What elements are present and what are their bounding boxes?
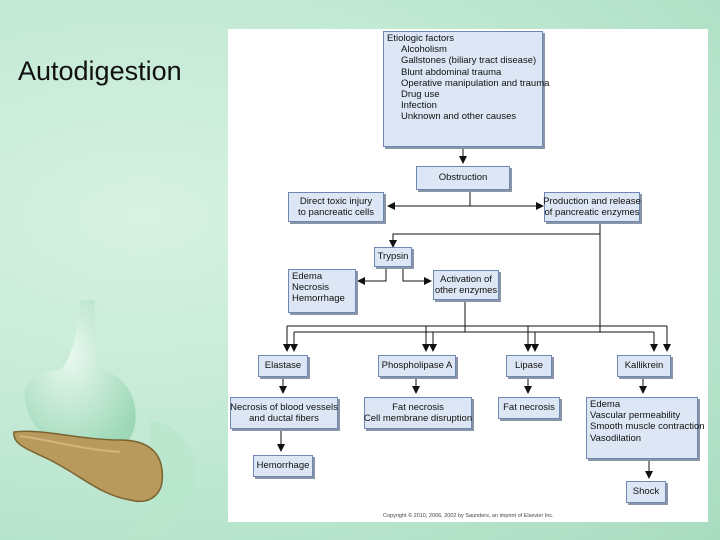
edema-group-line: Necrosis xyxy=(292,282,329,294)
etiologic-item: Blunt abdominal trauma xyxy=(401,66,502,78)
kallikrein-box: Kallikrein xyxy=(617,355,671,377)
copyright-notice: Copyright © 2010, 2006, 2002 by Saunders… xyxy=(383,513,554,519)
kallikrein-label: Kallikrein xyxy=(624,360,664,372)
hemorrhage-box: Hemorrhage xyxy=(253,455,313,477)
arrow-trypsin-edema xyxy=(357,267,387,285)
direct-toxic-injury-box: Direct toxic injury to pancreatic cells xyxy=(288,192,384,222)
arrow-trypsin-activation xyxy=(402,267,432,285)
production-line: of pancreatic enzymes xyxy=(544,207,640,218)
pancreas-illustration xyxy=(13,300,196,540)
edema-necrosis-hemorrhage-box: Edema Necrosis Hemorrhage xyxy=(288,269,356,313)
shock-box: Shock xyxy=(626,481,666,503)
kallikrein-effect-line: Vasodilation xyxy=(590,432,642,444)
flowchart-connectors xyxy=(277,147,671,479)
arrow-obstruction-split xyxy=(387,190,471,210)
elastase-label: Elastase xyxy=(264,360,302,372)
fat-necrosis-box: Fat necrosis xyxy=(498,397,560,419)
fat-necrosis-label: Fat necrosis xyxy=(503,402,555,414)
etiologic-heading: Etiologic factors xyxy=(387,33,455,44)
necrosis-vessels-line: and ductal fibers xyxy=(249,413,319,424)
etiologic-item: Alcoholism xyxy=(401,44,447,56)
activation-line: other enzymes xyxy=(434,285,498,296)
etiologic-factors-box: Etiologic factors Alcoholism Gallstones … xyxy=(383,31,550,147)
slide-title: Autodigestion xyxy=(18,56,182,86)
shock-label: Shock xyxy=(632,486,660,498)
etiologic-item: Infection xyxy=(401,100,437,112)
kallikrein-effect-line: Vascular permeability xyxy=(590,410,681,422)
etiologic-item: Unknown and other causes xyxy=(401,111,517,123)
lipase-box: Lipase xyxy=(506,355,552,377)
trypsin-label: Trypsin xyxy=(377,251,409,263)
edema-group-line: Edema xyxy=(292,271,323,282)
obstruction-label: Obstruction xyxy=(438,172,488,184)
kallikrein-effects-box: Edema Vascular permeability Smooth muscl… xyxy=(586,397,705,459)
direct-toxic-line: Direct toxic injury xyxy=(299,195,373,207)
fat-necrosis-membrane-box: Fat necrosis Cell membrane disruption xyxy=(364,397,472,429)
necrosis-vessels-line: Necrosis of blood vessels xyxy=(230,401,338,413)
etiologic-item: Drug use xyxy=(401,89,440,101)
fat-necrosis-membrane-line: Cell membrane disruption xyxy=(363,413,473,424)
direct-toxic-line: to pancreatic cells xyxy=(297,207,375,218)
production-line: Production and release xyxy=(543,195,641,207)
trypsin-box: Trypsin xyxy=(374,247,412,267)
etiologic-item: Gallstones (biliary tract disease) xyxy=(401,55,537,67)
elastase-box: Elastase xyxy=(258,355,308,377)
phospholipase-label: Phospholipase A xyxy=(381,360,453,372)
kallikrein-effect-line: Smooth muscle contraction xyxy=(590,421,705,433)
fat-necrosis-membrane-line: Fat necrosis xyxy=(392,401,444,413)
arrow-production-trypsin xyxy=(389,222,601,248)
flowchart-panel: Etiologic factors Alcoholism Gallstones … xyxy=(228,29,708,522)
etiologic-item: Operative manipulation and trauma xyxy=(401,77,550,89)
lipase-label: Lipase xyxy=(515,360,543,372)
kallikrein-effect-line: Edema xyxy=(590,399,621,410)
phospholipase-box: Phospholipase A xyxy=(378,355,456,377)
necrosis-vessels-box: Necrosis of blood vessels and ductal fib… xyxy=(230,397,338,429)
production-release-box: Production and release of pancreatic enz… xyxy=(543,192,641,222)
hemorrhage-label: Hemorrhage xyxy=(256,460,310,472)
activation-enzymes-box: Activation of other enzymes xyxy=(433,270,499,300)
edema-group-line: Hemorrhage xyxy=(292,293,345,305)
activation-line: Activation of xyxy=(440,273,492,285)
obstruction-box: Obstruction xyxy=(416,166,510,190)
